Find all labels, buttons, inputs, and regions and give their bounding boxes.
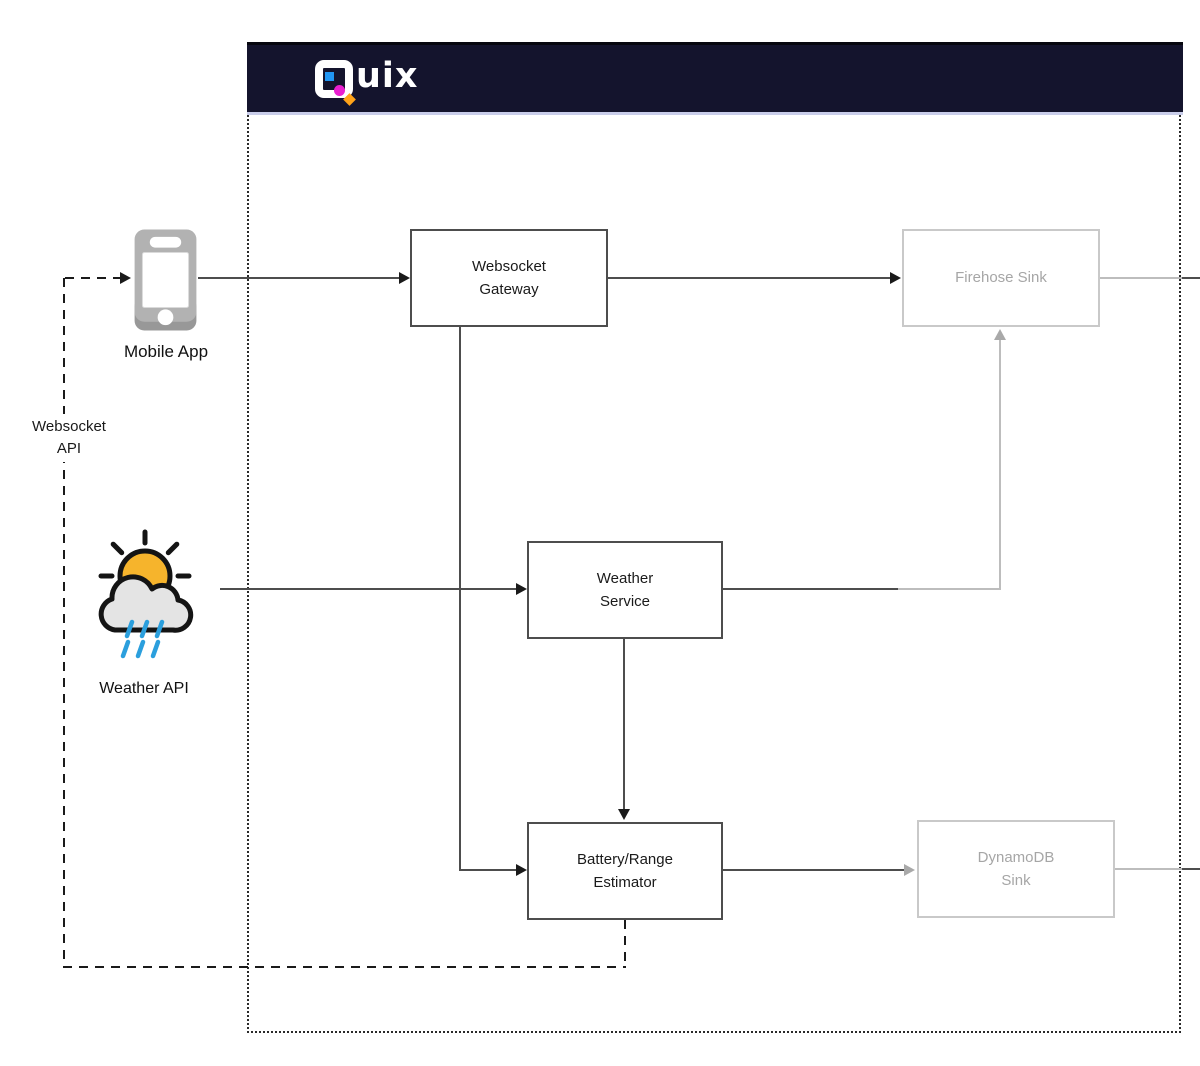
arrowhead-into-firehose — [890, 272, 901, 284]
edge-gateway-to-battery — [459, 869, 516, 871]
weather-api-icon — [85, 526, 195, 660]
node-label: Estimator — [593, 874, 657, 891]
node-label: Weather — [596, 569, 654, 587]
node-label: Service — [599, 593, 651, 610]
quix-logo: uix — [315, 56, 419, 106]
arrowhead-into-battery-left — [516, 864, 527, 876]
edge-dynamo-out-gray — [1115, 868, 1182, 870]
edge-battery-to-loop — [624, 920, 626, 967]
edge-websocket-api-vertical — [63, 278, 65, 968]
node-label: Battery/Range — [577, 850, 673, 868]
websocket-api-label-line1: Websocket — [32, 418, 106, 435]
mobile-app-icon — [133, 228, 198, 332]
weather-api-label: Weather API — [99, 680, 189, 697]
mobile-app-label: Mobile App — [123, 342, 209, 361]
node-label: Sink — [1001, 872, 1031, 889]
edge-service-right-dark — [723, 588, 898, 590]
quix-logo-q-icon — [315, 59, 356, 106]
edge-service-to-battery — [623, 639, 625, 810]
websocket-api-label-line2: API — [56, 439, 82, 457]
edge-loop-to-mobile — [65, 277, 120, 279]
node-firehose-sink: Firehose Sink — [902, 229, 1100, 327]
node-dynamodb-sink: DynamoDB Sink — [917, 820, 1115, 918]
edge-gateway-to-firehose — [608, 277, 890, 279]
node-label: Firehose Sink — [955, 269, 1047, 287]
node-label: DynamoDB — [977, 848, 1055, 866]
arrowhead-into-dynamo — [904, 864, 915, 876]
node-battery-range-estimator: Battery/Range Estimator — [527, 822, 723, 920]
node-label: Gateway — [479, 281, 539, 298]
edge-dynamo-out-dark — [1182, 868, 1200, 870]
arrowhead-into-battery-top — [618, 809, 630, 820]
edge-service-right-gray — [898, 588, 1001, 590]
node-websocket-gateway: Websocket Gateway — [410, 229, 608, 327]
edge-service-up-to-firehose — [999, 340, 1001, 590]
logo-magenta-dot — [334, 84, 345, 96]
node-label: Websocket — [472, 257, 546, 275]
node-weather-service: Weather Service — [527, 541, 723, 639]
edge-mobile-to-gateway — [198, 277, 399, 279]
edge-websocket-api-bottom — [63, 966, 626, 968]
quix-header-bar: uix — [247, 42, 1183, 115]
edge-firehose-out-dark — [1182, 277, 1200, 279]
arrowhead-into-mobile-app — [120, 272, 131, 284]
edge-battery-to-dynamo — [723, 869, 904, 871]
arrowhead-into-weather-service — [516, 583, 527, 595]
logo-blue-square — [325, 71, 334, 81]
logo-orange-diamond — [343, 92, 356, 106]
edge-gateway-down — [459, 327, 461, 870]
edge-firehose-out-gray — [1100, 277, 1182, 279]
arrowhead-into-gateway — [399, 272, 410, 284]
quix-pipeline-boundary — [247, 115, 1181, 1033]
edge-weatherapi-to-service — [220, 588, 516, 590]
arrowhead-into-firehose-bottom — [994, 329, 1006, 340]
quix-logo-text: uix — [356, 56, 419, 96]
websocket-api-label: Websocket API — [14, 414, 124, 462]
